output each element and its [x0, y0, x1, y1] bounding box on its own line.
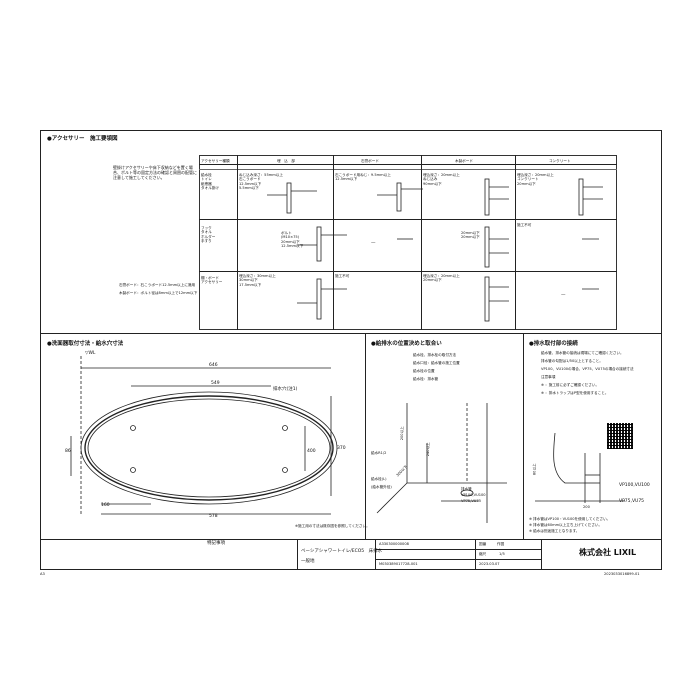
row3-wood: 埋込深さ：20mm以上 20mm以下 — [423, 274, 460, 283]
water-label-vp100: VP100,VU100 — [461, 493, 486, 497]
tb-left-label: 特記事項 — [207, 541, 225, 546]
header-concrete: コンクリート — [549, 159, 571, 163]
dim-240: 240以上 — [425, 442, 430, 457]
drain-note-6: ※ ：排水トラップはP型を使用すること。 — [541, 391, 609, 395]
row1-wood: 埋込深さ：20mm以上 ねじ込み 90mm以下 — [423, 173, 460, 186]
header-embed: 埋 込 部 — [277, 159, 295, 163]
water-section-title: ●給排水の位置決めと取合い — [371, 341, 442, 347]
page-code: 2023033016899-01 — [604, 572, 640, 576]
tb-subtitle: 一般地 — [301, 559, 315, 564]
drain-note-1: 給水管、排水管の接続は現場にてご確認ください。 — [541, 351, 624, 355]
drain-pipe-vp100: VP100,VU100 — [619, 483, 650, 488]
drain-section-title: ●排水取付部の接続 — [529, 341, 578, 347]
drain-connection-drawing — [535, 432, 625, 503]
dim-outer-width: 646 — [209, 363, 218, 368]
dim-left-offset: 160 — [101, 503, 110, 508]
row1-concrete: 埋込深さ：20mm以上 コンクリート 20mm以下 — [517, 173, 554, 186]
drain-footnote-3: ※ 給水は別途施工となります。 — [529, 529, 580, 533]
row1-embed: ねじ込み深さ：55mm以上 石こうボード 12.5mm以下 5.5mm以下 — [239, 173, 283, 191]
drain-footnote-2: ※ 排水管は60mm以上立ち上げてください。 — [529, 523, 603, 527]
wl-label: ▽WL — [85, 351, 96, 356]
row2-concrete: 施工不可 — [517, 223, 532, 227]
sheet-mark: A3 — [40, 572, 45, 576]
water-label-3: (給水管外径) — [371, 485, 392, 489]
water-label-1: 給水R1/2 — [371, 451, 387, 455]
water-label-drain: 排水管 — [461, 487, 472, 491]
row2-wood: 20mm以下 20mm以下 — [461, 231, 480, 240]
header-gypsum: 石膏ボード — [361, 159, 379, 163]
dim-height-right: 370 — [337, 446, 346, 451]
accessory-sketches — [267, 178, 603, 322]
dim-hole: 400 — [307, 449, 316, 454]
drain-footnote-1: ※ 排水管はVP100・VU100を使用してください。 — [529, 517, 611, 521]
water-position-drawing — [376, 403, 507, 523]
accessory-table — [199, 155, 617, 330]
drain-note-2: 排水管の勾配は1/50以上とすること。 — [541, 359, 603, 363]
water-note-4: 給水栓：排水管 — [413, 377, 439, 381]
row2-name: フック タオル ホルダー 手すり — [201, 226, 216, 244]
dim-inner-width: 549 — [211, 381, 220, 386]
tb-label-1: 図番 — [479, 542, 487, 546]
tb-scale: 1/5 — [499, 552, 505, 556]
water-note-2: 給水口径：給水管の施工位置 — [413, 361, 460, 365]
tb-drawing-no: A330300000008 — [379, 542, 409, 546]
tb-scale-label: 縮尺 — [479, 552, 487, 556]
dimension-section-title: ●洗面器取付寸法・給水穴寸法 — [47, 341, 124, 347]
tb-date: 2023.03.07 — [479, 562, 500, 566]
drain-pipe-vp75: VP75,VU75 — [619, 499, 645, 504]
drain-note-4: 注意事項 — [541, 375, 556, 379]
accessory-section-title: ●アクセサリー 施工要領図 — [47, 136, 118, 142]
row3-embed: 埋込深さ：30mm以上 30mm以下 17.5mm以下 — [239, 274, 276, 287]
drawing-sheet: ●アクセサリー 施工要領図 壁掛けアクセサリーや床下収納などを置く場合、ボルト等… — [40, 130, 662, 570]
water-label-vp75: VP75,VU75 — [461, 499, 482, 503]
water-note-1: 給水栓、排水栓の取付方法 — [413, 353, 457, 357]
row2-gypsum: — — [371, 241, 376, 246]
row1-gypsum: 石こうボード用ねじ：9.5mm以上 12.5mm以下 — [335, 173, 391, 182]
legend-1: 石膏ボード：石こうボード12.5mm以上に適用 — [119, 283, 196, 287]
header-accessory: アクセサリー種類 — [201, 159, 230, 163]
dim-bottom-width: 578 — [209, 514, 218, 519]
qr-code — [607, 423, 633, 449]
accessory-note: 壁掛けアクセサリーや床下収納などを置く場合、ボルト等の固定方法の確認と周囲の配管… — [113, 165, 197, 180]
legend-2: 木製ボード：ボルト径は8mm以上で12mm以下 — [119, 291, 198, 295]
tb-label-2: 作図 — [497, 542, 505, 546]
row3-gypsum: 施工不可 — [335, 274, 350, 278]
drain-note-3: VP100、VU100の場合、VP75、VU75の場合の接続寸法 — [541, 367, 634, 371]
dimension-footnote: ※施工用の寸法は既存図を参照してください。 — [295, 524, 370, 528]
header-wood: 木製ボード — [455, 159, 473, 163]
water-label-2: 給水栓(L) — [371, 477, 387, 481]
row1-name: 給水栓 トイレ 紙巻器 タオル掛け — [201, 173, 219, 191]
tb-product-name: ベーシアシャワートイレ/ECO5 床排水 — [301, 549, 383, 554]
hole-annotation: 排水穴(注1) — [273, 387, 298, 392]
basin-plan-drawing — [70, 356, 338, 516]
row3-name: 棚・ボード アクセサリー — [201, 276, 223, 285]
company-logo: 株式会社 LIXIL — [579, 548, 637, 557]
dim-200: 200以上 — [399, 426, 404, 441]
row3-concrete: — — [561, 293, 566, 298]
drain-dim-80: 80以上 — [532, 463, 537, 476]
row2-embed: ボルト (M10×75) 20mm以下 12.5mm以下 — [281, 231, 304, 249]
drain-dim-200: 200 — [583, 505, 590, 509]
drain-note-5: ※ ：施工前に必ずご確認ください。 — [541, 383, 600, 387]
tb-model-no: M030389017728-001 — [379, 562, 418, 566]
water-note-3: 給水栓の位置 — [413, 369, 435, 373]
dim-height-left: 86 — [65, 449, 71, 454]
